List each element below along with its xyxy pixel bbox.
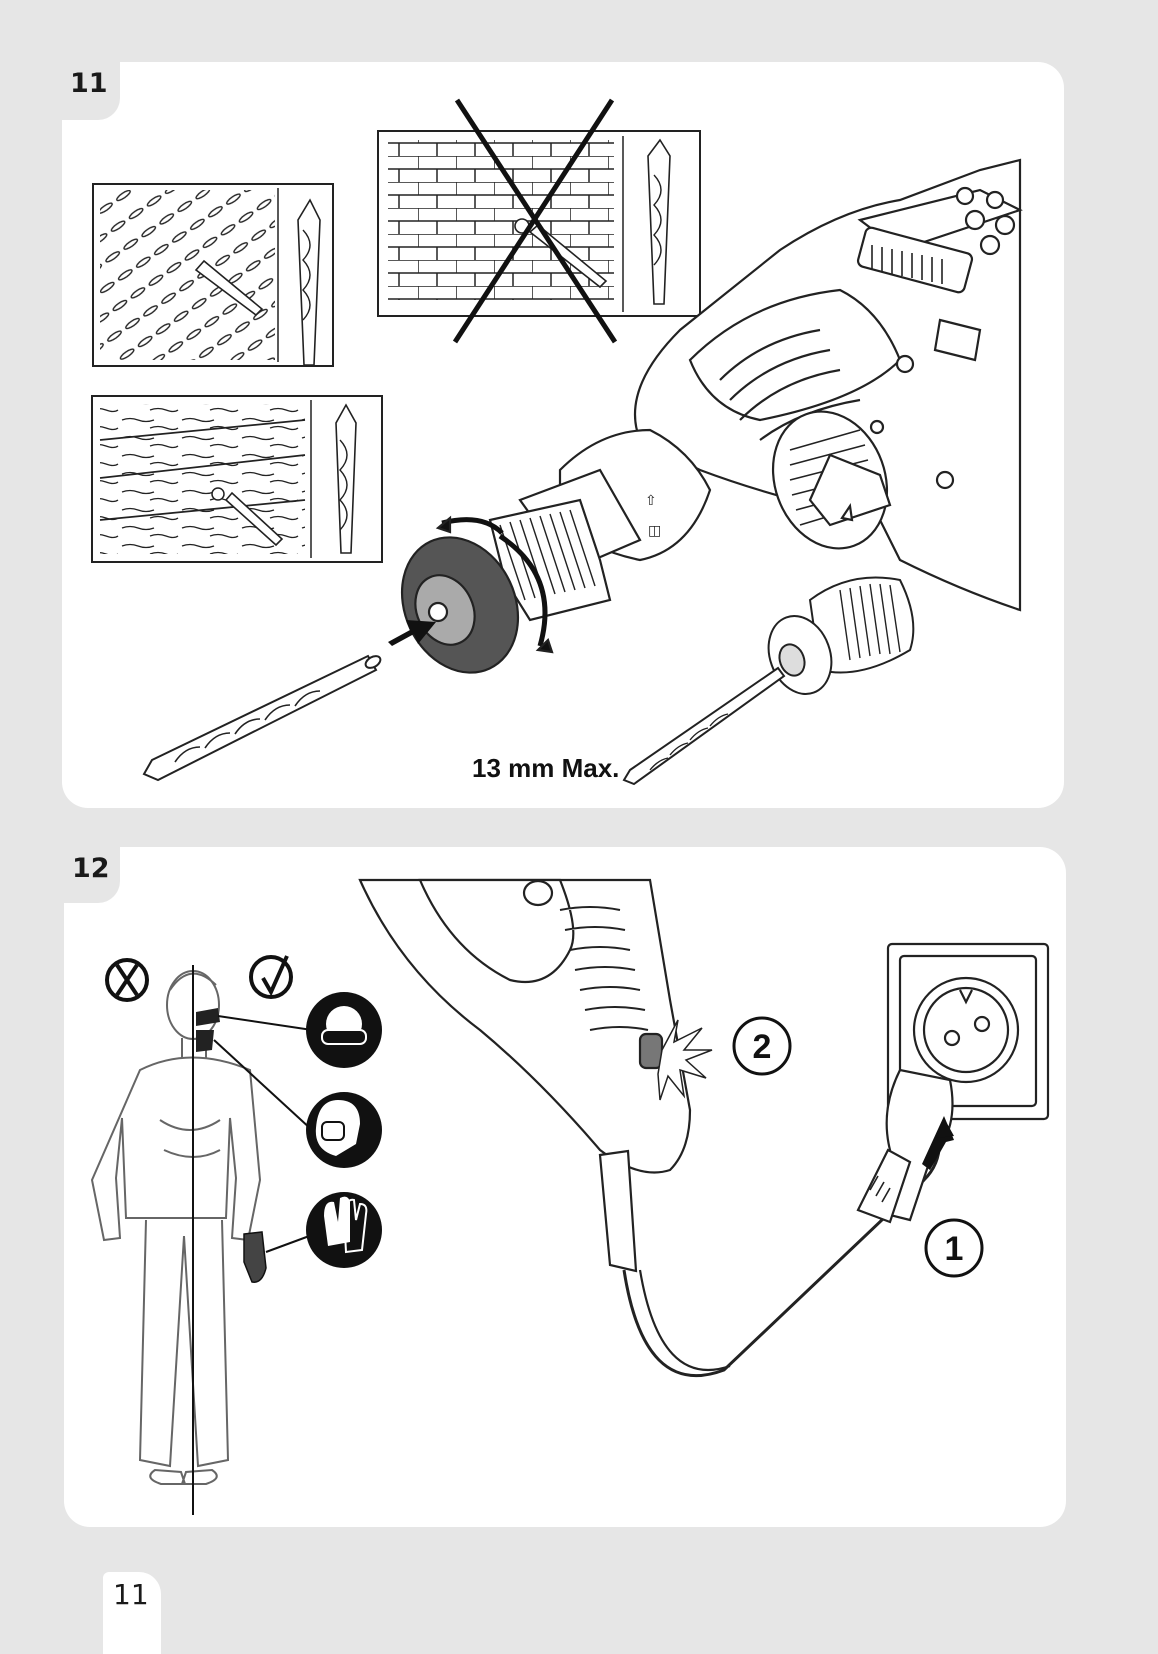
figure-11-label: 11 [62,62,120,120]
max-size-label: 13 mm Max. [472,753,619,783]
correct-mark-icon [249,955,293,999]
gloves-sign-icon [306,1192,382,1268]
max-chuck-illustration [622,576,915,786]
switch-spark-icon [657,1019,713,1101]
step-2-label: 2 [753,1028,772,1066]
plug-illustration [856,1068,954,1224]
wood-material-box [91,395,383,563]
step-1-label: 1 [945,1230,964,1268]
svg-text:◫: ◫ [648,522,661,538]
chuck-illustration [400,498,612,674]
drill-handle-illustration [358,878,941,1378]
page-number: 11 [103,1572,161,1654]
wrong-mark-icon [105,958,149,1002]
person-figure-illustration [90,970,262,1485]
hammer-drill-illustration: ⇧ ◫ [518,158,1023,612]
push-arrow-icon [922,1116,954,1170]
drill-bit-illustration [142,654,382,782]
safety-goggles-sign-icon [306,992,382,1068]
svg-text:⇧: ⇧ [645,492,657,508]
step-1-badge: 1 [924,1218,984,1278]
figure-12-label: 12 [64,847,120,903]
insert-arrow-icon [388,620,436,646]
ppe-worn [196,1008,267,1283]
dust-mask-sign-icon [306,1092,382,1168]
metal-material-box [92,183,334,367]
step-2-badge: 2 [732,1016,792,1076]
brick-material-box [377,98,701,344]
